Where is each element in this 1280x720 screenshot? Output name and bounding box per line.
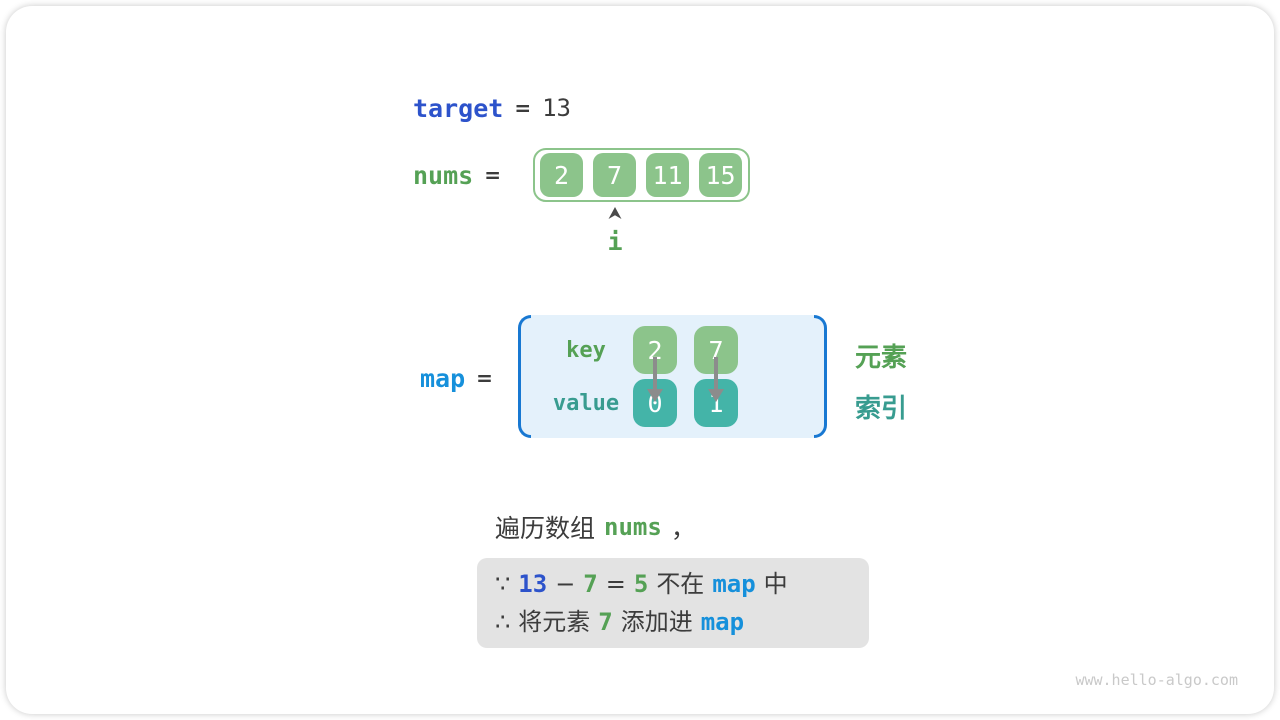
map-key-cell: 7 — [694, 326, 738, 374]
map-row: map = — [420, 362, 504, 394]
note-segment: 7 — [598, 607, 613, 636]
equals-sign: = — [476, 366, 493, 390]
watermark: www.hello-algo.com — [1075, 671, 1238, 689]
nums-row: nums = — [413, 159, 512, 191]
caption: 遍历数组 nums ， — [495, 510, 696, 544]
index-pointer-arrow-icon — [608, 207, 622, 219]
note-segment: − — [555, 570, 576, 599]
note-segment: ∵ — [495, 570, 511, 599]
caption-suffix: ， — [670, 514, 696, 543]
element-annotation: 元素 — [855, 343, 908, 373]
right-bracket-icon — [814, 315, 827, 438]
note-segment: 将元素 — [518, 607, 591, 636]
note-segment: ∴ — [495, 607, 511, 636]
index-pointer-label: i — [607, 227, 623, 256]
note-segment: 5 — [633, 570, 649, 599]
note-segment: map — [712, 570, 756, 599]
target-row: target = 13 — [413, 92, 571, 124]
array-cell: 7 — [593, 153, 636, 197]
caption-prefix: 遍历数组 — [495, 514, 596, 543]
equals-sign: = — [514, 96, 532, 120]
note-segment: 添加进 — [620, 607, 693, 636]
array-cell: 2 — [540, 153, 583, 197]
key-to-value-arrow-icon — [708, 357, 724, 403]
note-segment: 13 — [518, 570, 548, 599]
map-variable-label: map — [420, 363, 466, 393]
note-segment: map — [700, 607, 745, 636]
target-value: 13 — [542, 94, 571, 122]
note-segment: = — [605, 570, 626, 599]
key-to-value-arrow-icon — [647, 357, 663, 403]
note-segment: 中 — [763, 570, 788, 599]
target-variable-label: target — [413, 93, 504, 123]
map-value-row-label: value — [552, 390, 620, 416]
array-cell: 15 — [699, 153, 742, 197]
map-labels-column: key value — [542, 326, 630, 427]
caption-code: nums — [604, 513, 662, 541]
left-bracket-icon — [518, 315, 531, 438]
index-annotation: 索引 — [855, 394, 908, 424]
map-key-cell: 2 — [633, 326, 677, 374]
map-key-row-label: key — [566, 337, 606, 363]
equals-sign: = — [484, 163, 501, 187]
nums-variable-label: nums — [413, 160, 474, 190]
note-segment: 不在 — [656, 570, 705, 599]
array-cell: 11 — [646, 153, 689, 197]
note-segment: 7 — [583, 570, 598, 599]
